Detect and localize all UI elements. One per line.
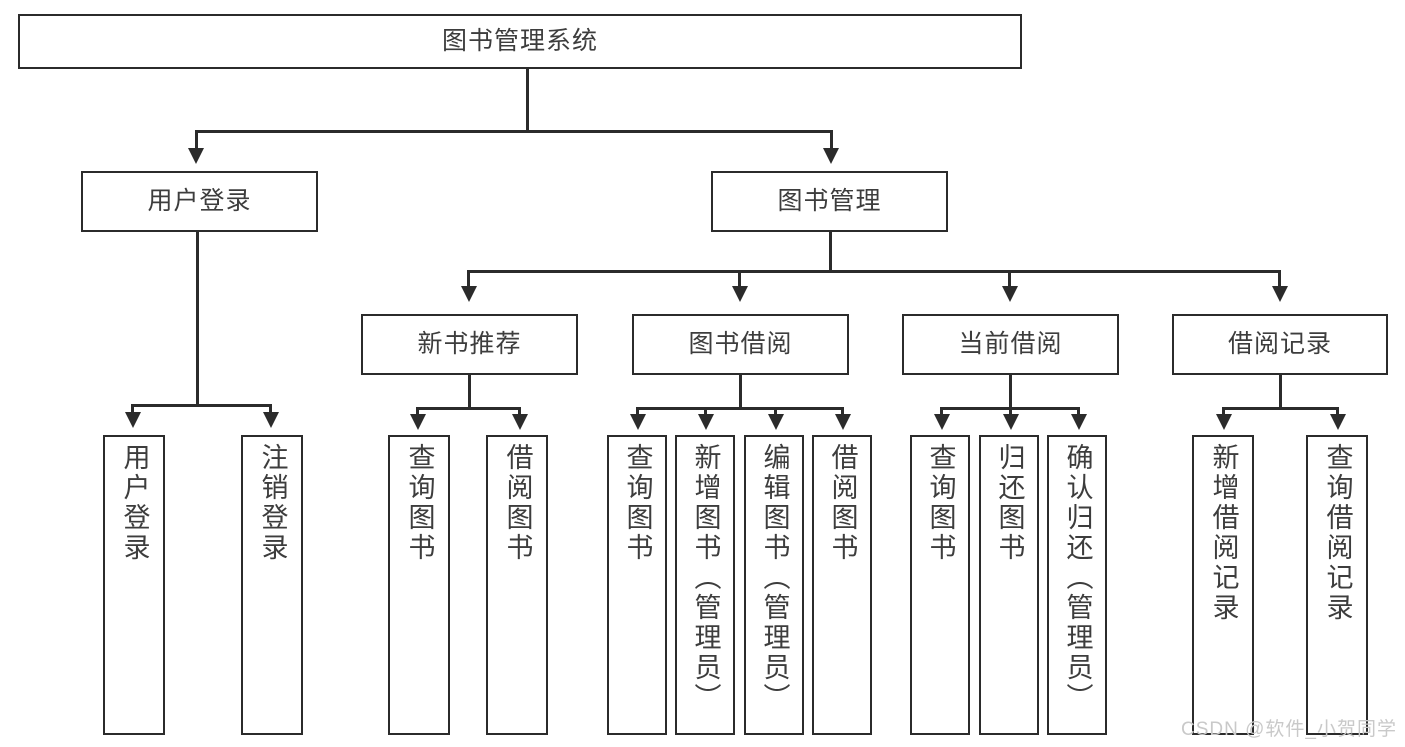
leaf-bb-borrow-book[interactable]: 借阅图书 xyxy=(812,435,872,735)
connector-drop-cb-3 xyxy=(1077,407,1080,415)
connector-book-borrow-bus xyxy=(636,407,842,410)
connector-drop-cb-1 xyxy=(940,407,943,415)
connector-drop-bb-4 xyxy=(841,407,844,415)
connector-user-login-bus xyxy=(131,404,271,407)
node-label: 归还图书 xyxy=(994,443,1025,563)
leaf-cb-confirm-return-admin[interactable]: 确认归还（管理员） xyxy=(1047,435,1107,735)
leaf-cb-return-book[interactable]: 归还图书 xyxy=(979,435,1039,735)
node-book-borrow[interactable]: 图书借阅 xyxy=(632,314,849,375)
connector-drop-new-book xyxy=(467,270,470,288)
watermark: CSDN @软件_小贺同学 xyxy=(1181,719,1397,740)
connector-drop-book-mgmt xyxy=(830,130,833,150)
arrowhead-cb-1 xyxy=(934,414,950,430)
node-label: 当前借阅 xyxy=(958,329,1063,358)
connector-book-mgmt-bus xyxy=(467,270,1280,273)
connector-drop-bb-3 xyxy=(774,407,777,415)
connector-new-book-bus xyxy=(416,407,520,410)
leaf-cb-query-book[interactable]: 查询图书 xyxy=(910,435,970,735)
leaf-bb-edit-book-admin[interactable]: 编辑图书（管理员） xyxy=(744,435,804,735)
connector-book-borrow-stem xyxy=(739,375,742,409)
node-new-book-recommend[interactable]: 新书推荐 xyxy=(361,314,578,375)
arrowhead-br-2 xyxy=(1330,414,1346,430)
connector-new-book-stem xyxy=(468,375,471,409)
connector-book-mgmt-stem xyxy=(829,232,832,272)
arrowhead-br-1 xyxy=(1216,414,1232,430)
leaf-logout-login[interactable]: 注销登录 xyxy=(241,435,303,735)
connector-drop-current-borrow xyxy=(1008,270,1011,288)
arrowhead-cb-3 xyxy=(1071,414,1087,430)
leaf-nb-query-book[interactable]: 查询图书 xyxy=(388,435,450,735)
node-label: 图书管理系统 xyxy=(441,26,598,55)
node-label: 新增借阅记录 xyxy=(1208,443,1239,623)
connector-drop-br-1 xyxy=(1222,407,1225,415)
leaf-bb-add-book-admin[interactable]: 新增图书（管理员） xyxy=(675,435,735,735)
arrowhead-login-2 xyxy=(263,412,279,428)
arrowhead-book-mgmt xyxy=(823,148,839,164)
connector-drop-br-2 xyxy=(1336,407,1339,415)
leaf-nb-borrow-book[interactable]: 借阅图书 xyxy=(486,435,548,735)
connector-drop-cb-2 xyxy=(1009,407,1012,415)
connector-borrow-record-stem xyxy=(1279,375,1282,409)
leaf-user-login[interactable]: 用户登录 xyxy=(103,435,165,735)
connector-drop-login-1 xyxy=(131,404,134,414)
connector-drop-bb-1 xyxy=(636,407,639,415)
connector-drop-login-2 xyxy=(269,404,272,414)
node-label: 新书推荐 xyxy=(417,329,522,358)
connector-drop-book-borrow xyxy=(738,270,741,288)
connector-root-stem xyxy=(526,69,529,131)
arrowhead-login-1 xyxy=(125,412,141,428)
connector-borrow-record-bus xyxy=(1222,407,1338,410)
node-label: 借阅图书 xyxy=(502,443,533,563)
arrowhead-nb-2 xyxy=(512,414,528,430)
connector-root-bus xyxy=(195,130,833,133)
arrowhead-bb-3 xyxy=(768,414,784,430)
node-label: 新增图书（管理员） xyxy=(690,443,721,713)
leaf-bb-query-book[interactable]: 查询图书 xyxy=(607,435,667,735)
arrowhead-user-login xyxy=(188,148,204,164)
arrowhead-book-borrow xyxy=(732,286,748,302)
node-label: 用户登录 xyxy=(119,443,150,563)
connector-drop-nb-2 xyxy=(518,407,521,415)
node-root-system[interactable]: 图书管理系统 xyxy=(18,14,1022,69)
connector-user-login-stem xyxy=(196,232,199,406)
node-label: 查询图书 xyxy=(404,443,435,563)
connector-drop-nb-1 xyxy=(416,407,419,415)
node-user-login[interactable]: 用户登录 xyxy=(81,171,318,232)
leaf-br-add-record[interactable]: 新增借阅记录 xyxy=(1192,435,1254,735)
node-label: 图书借阅 xyxy=(688,329,793,358)
arrowhead-bb-4 xyxy=(835,414,851,430)
node-borrow-record[interactable]: 借阅记录 xyxy=(1172,314,1388,375)
node-label: 借阅图书 xyxy=(827,443,858,563)
connector-drop-borrow-record xyxy=(1278,270,1281,288)
node-label: 用户登录 xyxy=(147,186,252,215)
node-label: 图书管理 xyxy=(777,186,882,215)
node-book-management[interactable]: 图书管理 xyxy=(711,171,948,232)
arrowhead-current-borrow xyxy=(1002,286,1018,302)
arrowhead-bb-1 xyxy=(630,414,646,430)
connector-drop-bb-2 xyxy=(704,407,707,415)
node-label: 查询借阅记录 xyxy=(1322,443,1353,623)
connector-current-borrow-stem xyxy=(1009,375,1012,409)
arrowhead-borrow-record xyxy=(1272,286,1288,302)
node-label: 编辑图书（管理员） xyxy=(759,443,790,713)
arrowhead-bb-2 xyxy=(698,414,714,430)
node-current-borrow[interactable]: 当前借阅 xyxy=(902,314,1119,375)
leaf-br-query-record[interactable]: 查询借阅记录 xyxy=(1306,435,1368,735)
arrowhead-nb-1 xyxy=(410,414,426,430)
node-label: 查询图书 xyxy=(925,443,956,563)
node-label: 借阅记录 xyxy=(1227,329,1332,358)
node-label: 注销登录 xyxy=(257,443,288,563)
connector-drop-user-login xyxy=(195,130,198,150)
arrowhead-cb-2 xyxy=(1003,414,1019,430)
arrowhead-new-book xyxy=(461,286,477,302)
node-label: 查询图书 xyxy=(622,443,653,563)
node-label: 确认归还（管理员） xyxy=(1062,443,1093,713)
